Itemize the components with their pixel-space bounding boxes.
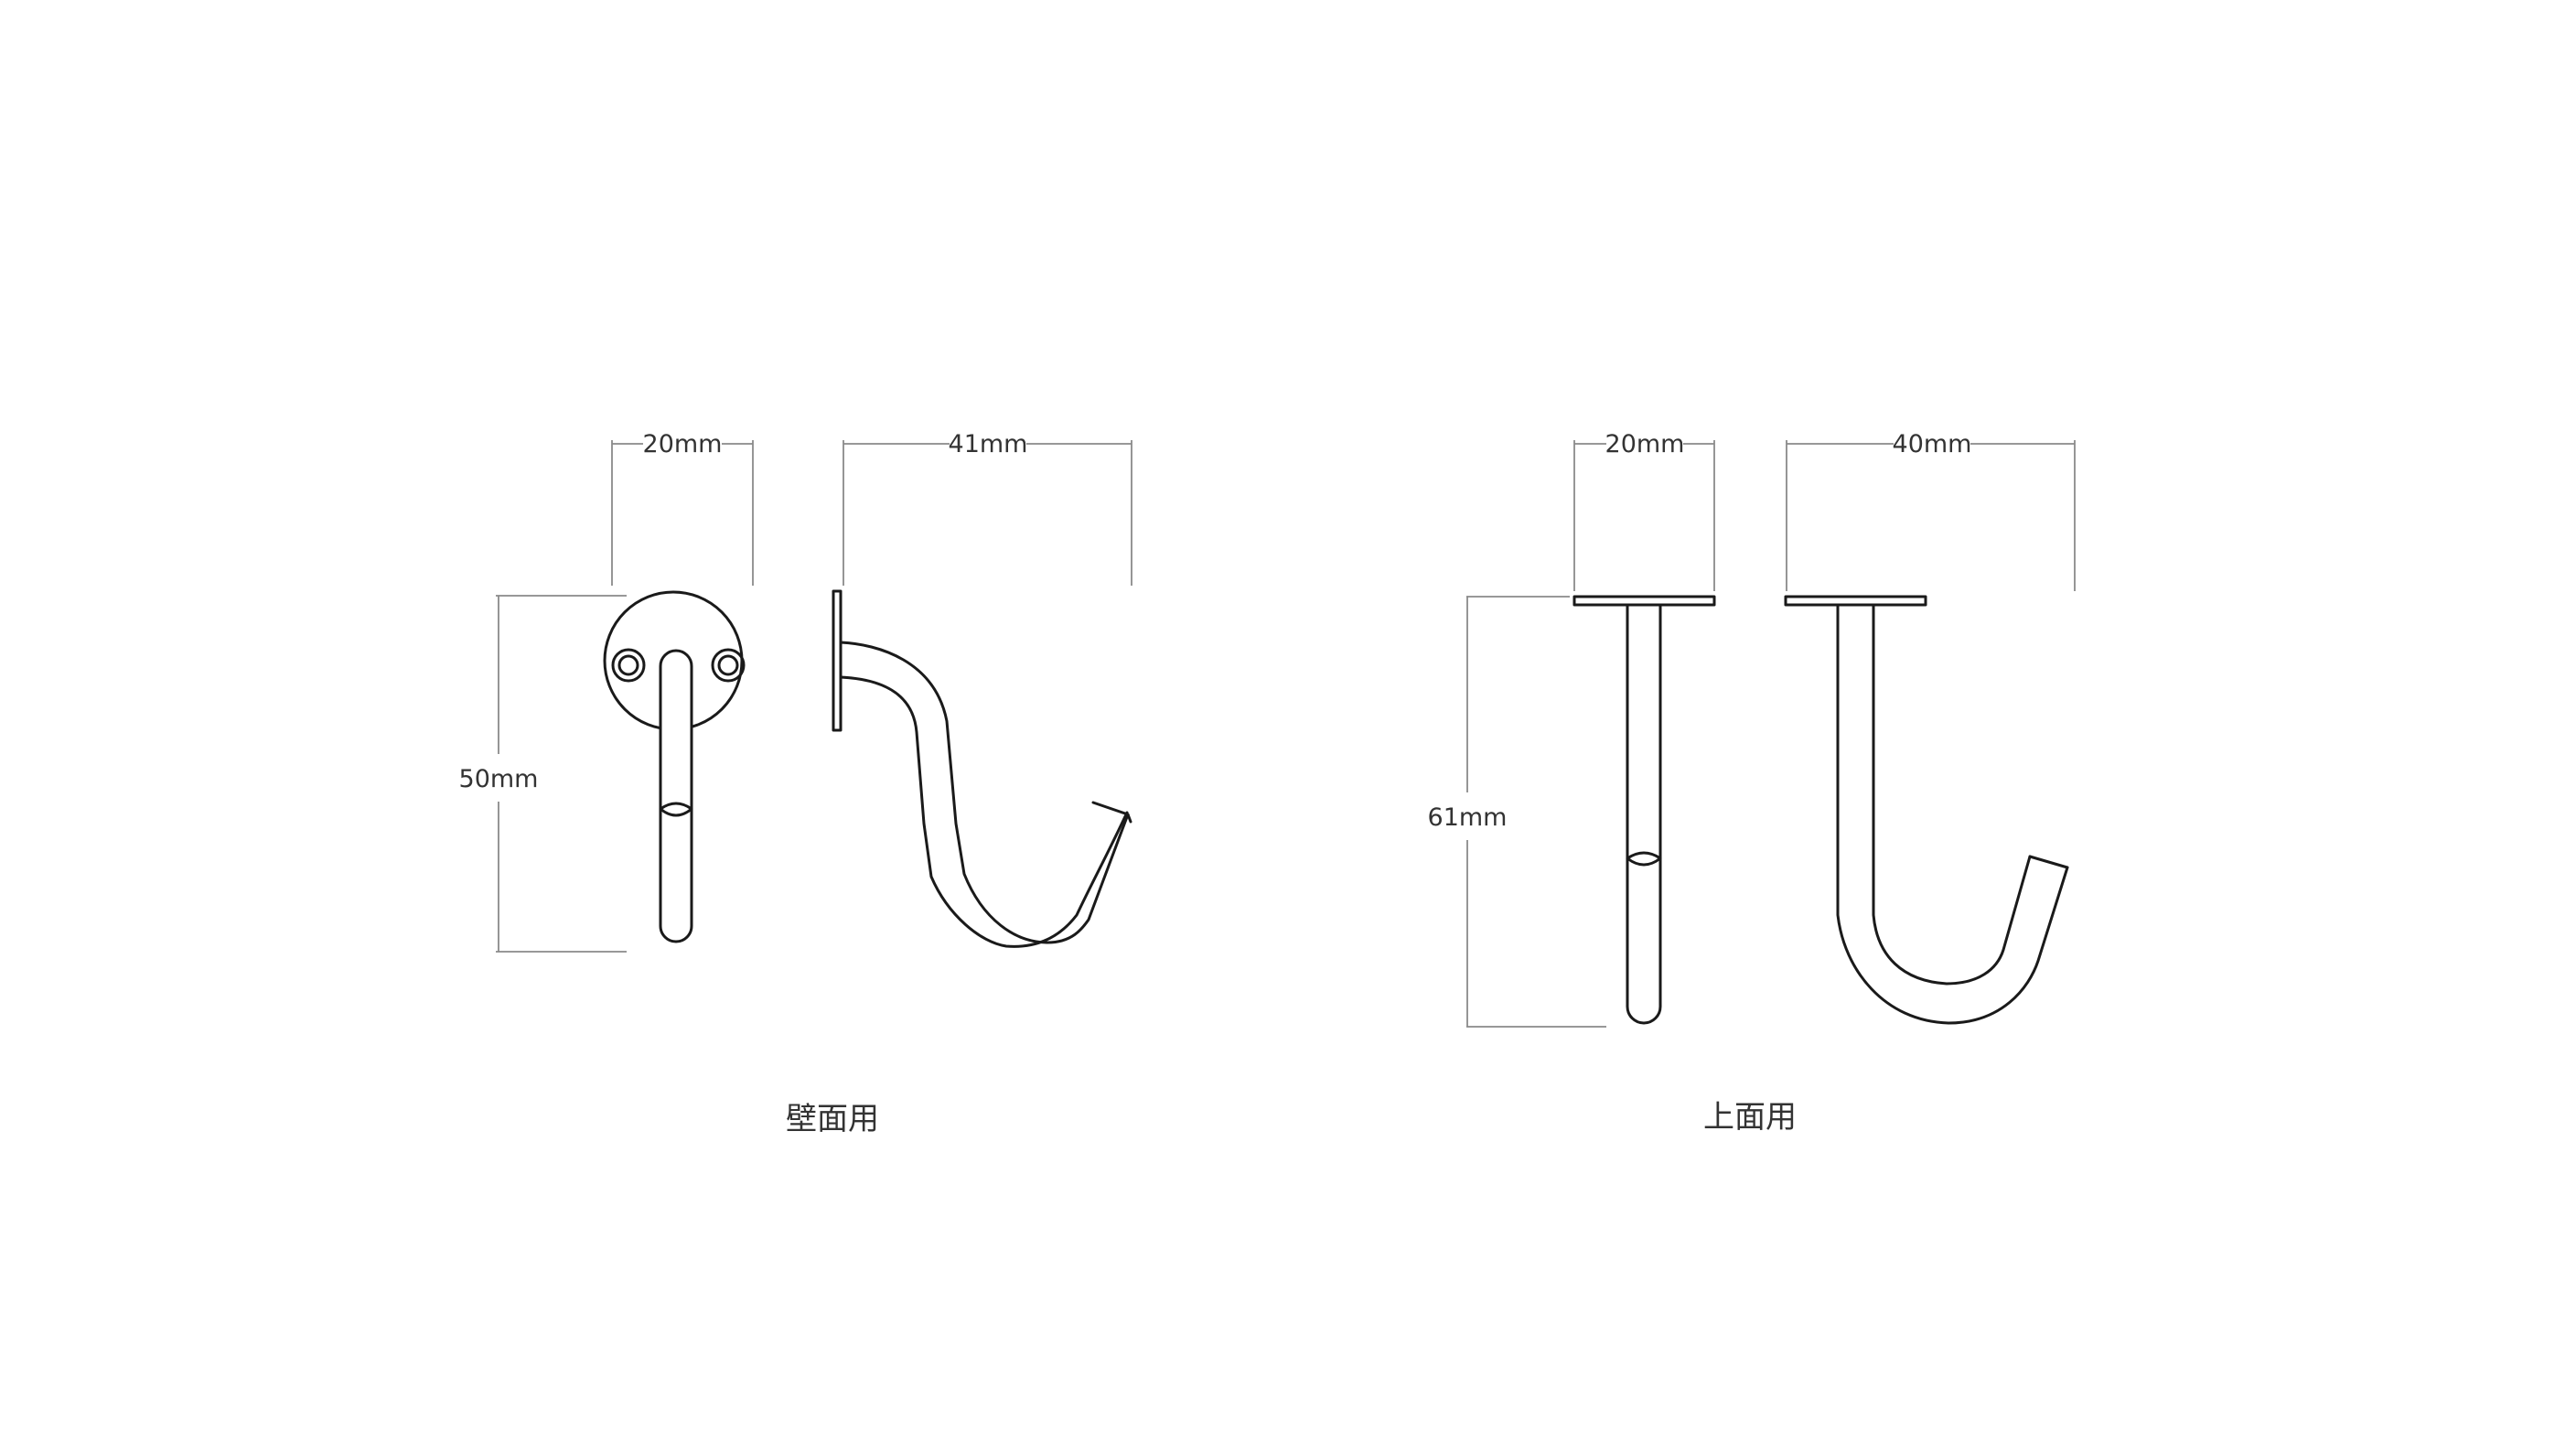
wall-height-label: 50mm xyxy=(459,765,539,793)
wall-side-depth-label: 41mm xyxy=(949,430,1028,458)
wall-hook-bar xyxy=(659,649,693,943)
top-mount-side-view xyxy=(1784,595,2069,1025)
top-mount-front-view xyxy=(1572,595,1716,1025)
wall-hook-profile-outer xyxy=(839,641,1130,944)
top-mount-group: 20mm 40mm 61mm 上面用 xyxy=(1428,430,2076,1136)
wall-mount-front-view xyxy=(603,590,746,943)
wall-mount-group: 20mm 41mm 50mm 壁面用 xyxy=(459,430,1132,1137)
top-side-depth-label: 40mm xyxy=(1893,430,1972,458)
wall-mount-caption: 壁面用 xyxy=(786,1101,879,1137)
top-side-depth-dimension: 40mm xyxy=(1786,430,2076,591)
top-hook-profile-outer xyxy=(1836,603,2069,1025)
wall-front-width-dimension: 20mm xyxy=(611,430,754,586)
wall-side-depth-dimension: 41mm xyxy=(843,430,1132,586)
top-hook-bar xyxy=(1626,603,1662,1025)
top-plate-side xyxy=(1784,595,1927,607)
wall-mount-side-view xyxy=(832,589,1132,948)
top-front-width-label: 20mm xyxy=(1605,430,1685,458)
top-height-label: 61mm xyxy=(1428,803,1508,832)
screw-hole-right xyxy=(711,648,746,683)
wall-hook-bar-bend-mark xyxy=(659,802,693,817)
top-mount-caption: 上面用 xyxy=(1703,1099,1797,1136)
wall-plate-side xyxy=(832,589,843,732)
wall-height-dimension: 50mm xyxy=(459,595,627,953)
wall-hook-tip xyxy=(1091,801,1132,824)
top-hook-tip xyxy=(2028,855,2069,869)
wall-hook-profile-inner xyxy=(839,675,1129,948)
top-hook-profile-inner xyxy=(1872,603,2032,986)
top-height-dimension: 61mm xyxy=(1428,596,1606,1028)
top-hook-bar-bend-mark xyxy=(1626,851,1662,867)
wall-front-width-label: 20mm xyxy=(643,430,723,458)
screw-hole-left xyxy=(611,648,646,683)
top-front-width-dimension: 20mm xyxy=(1573,430,1715,591)
